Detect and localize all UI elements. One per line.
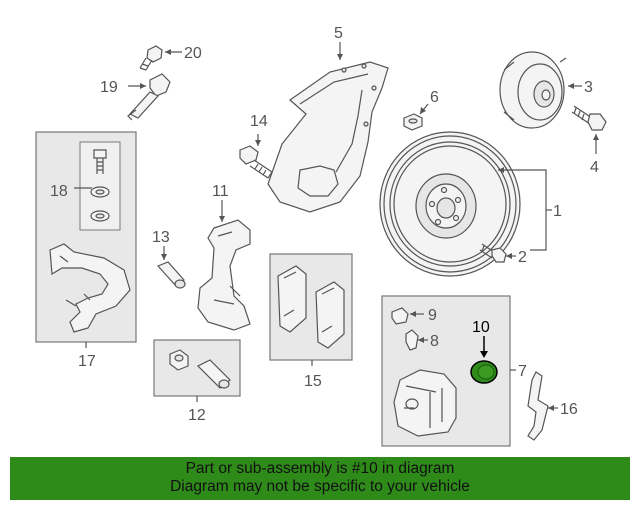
callout-10: 10 [472, 319, 490, 336]
callout-7: 7 [518, 363, 527, 380]
callout-14: 14 [250, 113, 268, 130]
part-19-sensor [127, 73, 171, 121]
part-10-highlighted[interactable] [470, 336, 498, 384]
group-17-box [35, 131, 137, 348]
banner-line-1: Part or sub-assembly is #10 in diagram [185, 460, 455, 477]
callout-15: 15 [304, 373, 322, 390]
part-20-bolt [139, 45, 182, 71]
callout-12: 12 [188, 407, 206, 424]
callout-2: 2 [518, 249, 527, 266]
callout-8: 8 [430, 333, 439, 350]
callout-11: 11 [212, 183, 229, 200]
part-13-guide-pin [156, 246, 186, 289]
group-15-box-brake-pads [269, 253, 353, 366]
part-11-caliper-bracket [197, 200, 251, 331]
callout-19: 19 [100, 79, 118, 96]
banner-line-2: Diagram may not be specific to your vehi… [170, 478, 470, 495]
callout-9: 9 [428, 307, 437, 324]
part-14-bolt [239, 134, 273, 179]
callout-20: 20 [184, 45, 202, 62]
callout-4: 4 [590, 159, 599, 176]
part-5-dust-shield [267, 42, 389, 213]
part-16-clip [527, 371, 558, 441]
callout-17: 17 [78, 353, 96, 370]
info-banner: Part or sub-assembly is #10 in diagram D… [10, 457, 630, 500]
callout-5: 5 [334, 25, 343, 42]
callout-13: 13 [152, 229, 170, 246]
callout-16: 16 [560, 401, 578, 418]
callout-18: 18 [50, 183, 68, 200]
part-1-brake-rotor [379, 131, 552, 277]
part-6-bolt [403, 103, 429, 131]
callout-3: 3 [584, 79, 593, 96]
callout-6: 6 [430, 89, 439, 106]
callout-1: 1 [553, 203, 562, 220]
part-2-bolt [479, 243, 516, 263]
part-4-bolt [571, 105, 607, 154]
group-12-box [153, 339, 241, 402]
part-3-hub [499, 51, 582, 129]
